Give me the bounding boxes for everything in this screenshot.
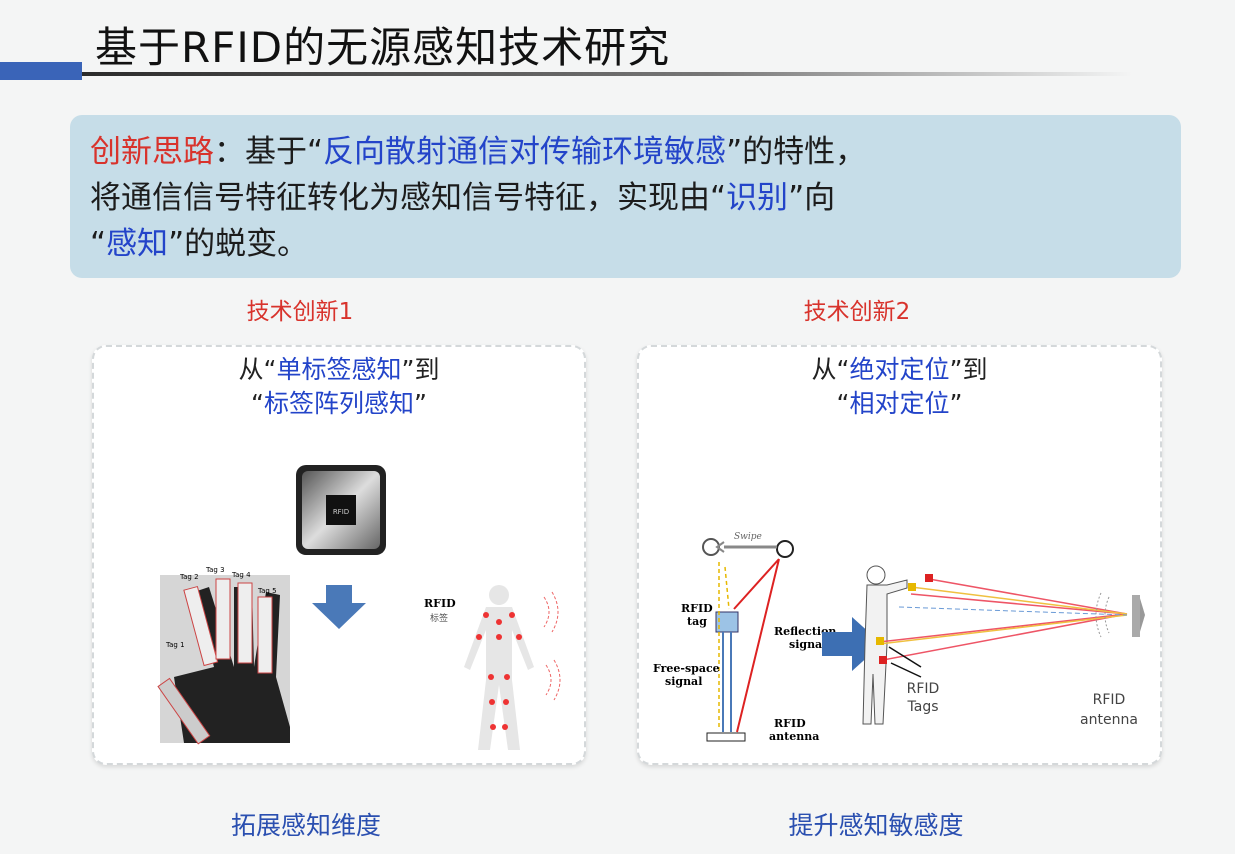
title-underline	[82, 72, 1132, 76]
text: ”的蜕变。	[168, 226, 309, 262]
innovation-1-outcome: 拓展感知维度	[230, 811, 381, 840]
text: “	[251, 389, 264, 418]
text: “	[836, 389, 850, 418]
text: ”到	[401, 355, 440, 384]
highlight: 识别	[726, 180, 789, 216]
text: ”的特性，	[726, 134, 867, 170]
tag-array-figure: RFID Tag 1 Tag 2 Tag 3 Tag 4 Tag 5 RFID …	[157, 465, 561, 750]
text: ”到	[949, 355, 988, 384]
body-tags-image: RFID 标签	[424, 585, 561, 750]
slide-title: 基于RFID的无源感知技术研究	[95, 23, 671, 72]
innovation-1-caption: 技术创新1	[246, 299, 354, 325]
tag-label: Tag 4	[231, 571, 251, 579]
tag-label: Tag 5	[257, 587, 277, 595]
title-accent-bar	[0, 62, 82, 80]
innovation-2-outcome: 提升感知敏感度	[788, 811, 964, 840]
innovation-callout: 创新思路：基于“反向散射通信对传输环境敏感”的特性， 将通信信号特征转化为感知信…	[70, 115, 1181, 278]
text: 从“	[811, 355, 850, 384]
text: 将通信信号特征转化为感知信号特征，实现由“	[90, 180, 727, 216]
tag-label: Tag 2	[179, 573, 199, 581]
highlight: 反向散射通信对传输环境敏感	[323, 134, 727, 170]
highlight: 相对定位	[849, 389, 950, 418]
innovation-2-title: 从“绝对定位”到 “相对定位”	[639, 353, 1160, 421]
text: ”	[414, 389, 427, 418]
text: 从“	[238, 355, 277, 384]
highlight: 单标签感知	[276, 355, 402, 384]
text: ”	[949, 389, 963, 418]
text: “	[90, 226, 107, 262]
text: ：基于“	[214, 134, 324, 170]
tag-label: Tag 1	[165, 641, 185, 649]
glove-image: Tag 1 Tag 2 Tag 3 Tag 4 Tag 5	[157, 566, 290, 745]
innovation-2-caption: 技术创新2	[803, 299, 911, 325]
chip-label: RFID	[333, 508, 349, 516]
tag-label: Tag 3	[205, 566, 225, 574]
highlight: 绝对定位	[849, 355, 950, 384]
innovation-1-title: 从“单标签感知”到 “标签阵列感知”	[94, 353, 584, 421]
swipe-label: Swipe	[734, 532, 762, 542]
body-rfid-label-cn: 标签	[430, 612, 448, 624]
body-rfid-label: RFID	[424, 597, 456, 610]
callout-label: 创新思路	[90, 134, 214, 170]
highlight: 标签阵列感知	[263, 389, 414, 418]
down-arrow-icon	[312, 585, 366, 629]
rfid-chip-image: RFID	[296, 465, 386, 555]
innovation-1-panel: RFID Tag 1 Tag 2 Tag 3 Tag 4 Tag 5 RFID …	[92, 345, 586, 765]
highlight: 感知	[106, 226, 169, 262]
text: ”向	[788, 180, 836, 216]
